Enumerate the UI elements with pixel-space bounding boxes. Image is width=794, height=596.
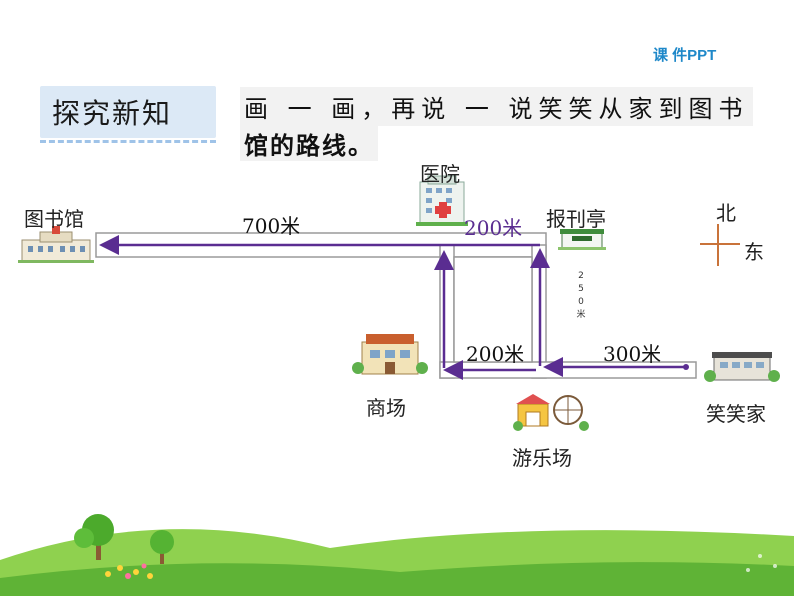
compass-north-label: 北: [716, 201, 736, 225]
tree-icon: [150, 530, 174, 564]
watermark: 课 件PPT: [653, 47, 717, 64]
amusement-park-icon: [513, 394, 589, 431]
newsstand-label: 报刊亭: [546, 207, 606, 231]
question-line-2: 馆的路线。: [240, 126, 378, 161]
section-title: 探究新知: [52, 97, 173, 130]
distance-digit: 5: [578, 284, 584, 294]
distance-mall-park: 200米: [466, 342, 525, 366]
hospital-label: 医院: [420, 162, 460, 186]
distance-unit: 米: [576, 310, 586, 320]
distance-park-home: 300米: [603, 342, 662, 366]
tree-icon: [74, 514, 114, 560]
tab-underline: [40, 140, 216, 143]
compass-icon: [700, 224, 740, 266]
library-icon: [18, 226, 94, 263]
hospital-icon: [416, 175, 468, 226]
landscape-decoration: [0, 514, 794, 596]
start-dot: [683, 364, 689, 370]
distance-newsstand-park: 2 5 0 米: [573, 270, 589, 322]
distance-library-hospital: 700米: [242, 214, 301, 238]
question-line-1: 画 一 画，再说 一 说笑笑从家到图书: [240, 87, 753, 126]
route-lines: [99, 235, 686, 380]
mall-label: 商场: [366, 396, 406, 420]
distance-hospital-newsstand: 200米: [464, 216, 523, 240]
newsstand-icon: [558, 229, 606, 250]
home-icon: [704, 352, 780, 382]
compass-east-label: 东: [744, 240, 764, 264]
amusement-park-label: 游乐场: [512, 446, 572, 470]
library-label: 图书馆: [24, 207, 84, 231]
distance-digit: 2: [578, 271, 584, 281]
mall-icon: [352, 334, 428, 375]
section-tab: [40, 86, 216, 138]
distance-digit: 0: [578, 297, 584, 307]
home-label: 笑笑家: [706, 402, 766, 426]
